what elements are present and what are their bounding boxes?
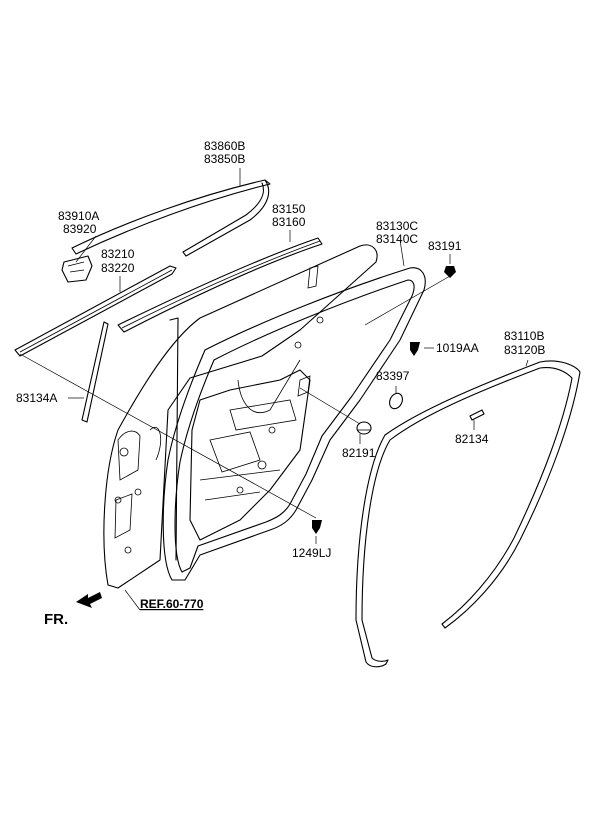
label-83397: 83397 [376,369,410,383]
leader-lines [19,168,529,611]
clip-83191 [444,266,456,278]
door-panel [103,244,378,589]
label-83210: 83210 [101,247,135,261]
label-83850B: 83850B [204,152,245,166]
label-83134A: 83134A [16,391,57,405]
ref-label: REF.60-770 [140,597,204,611]
label-83140C: 83140C [376,232,418,246]
label-83920: 83920 [63,222,97,236]
label-83110B: 83110B [504,329,544,343]
label-83220: 83220 [101,261,135,275]
label-83910A: 83910A [58,209,99,223]
label-83150: 83150 [272,202,306,216]
plug-83397 [389,392,403,410]
label-1019AA: 1019AA [436,341,479,355]
label-82191: 82191 [342,446,376,460]
belt-weatherstrip-inner [117,237,323,333]
belt-weatherstrip-outer [14,265,177,357]
screw-1249LJ [312,520,322,534]
clip-82134 [469,409,485,421]
door-frame-molding [71,179,271,257]
label-83130C: 83130C [376,219,418,233]
screw-1019AA [410,342,420,356]
opening-weatherstrip [355,360,581,668]
label-1249LJ: 1249LJ [292,546,331,560]
plug-82191 [356,421,372,435]
label-83160: 83160 [272,215,306,229]
delta-molding-bracket [61,255,93,283]
door-channel-strip [81,321,109,423]
door-weatherstrip [162,267,426,581]
front-direction-arrow [76,592,102,608]
label-83191: 83191 [428,239,462,253]
label-82134: 82134 [455,432,489,446]
label-83860B: 83860B [204,139,245,153]
label-83120B: 83120B [504,343,545,357]
front-direction-label: FR. [44,611,68,628]
